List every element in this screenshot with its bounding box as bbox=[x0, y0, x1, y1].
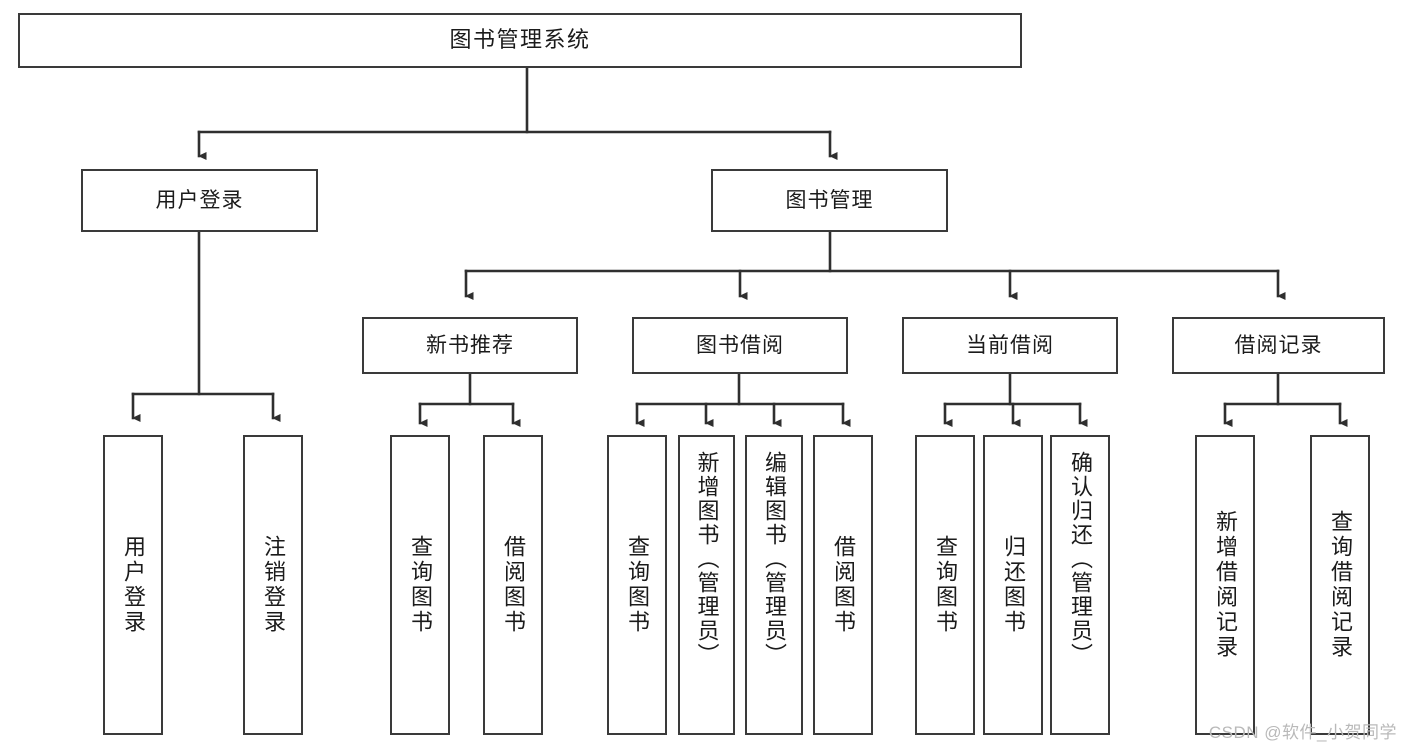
node-label: 图书借阅 bbox=[696, 333, 784, 357]
leaf-add-record[interactable]: 新增借阅记录 bbox=[1195, 435, 1255, 735]
leaf-confirm-return[interactable]: 确认归还（管理员） bbox=[1050, 435, 1110, 735]
node-label: 注销登录 bbox=[261, 535, 286, 635]
leaf-return-book[interactable]: 归还图书 bbox=[983, 435, 1043, 735]
leaf-user-logout[interactable]: 注销登录 bbox=[243, 435, 303, 735]
node-book-manage[interactable]: 图书管理 bbox=[711, 169, 948, 232]
node-label: 编辑图书（管理员） bbox=[762, 451, 787, 667]
node-label: 新增借阅记录 bbox=[1213, 510, 1238, 660]
node-label: 新增图书（管理员） bbox=[694, 451, 720, 667]
leaf-query-book-1[interactable]: 查询图书 bbox=[390, 435, 450, 735]
node-label: 当前借阅 bbox=[966, 333, 1054, 357]
leaf-edit-book[interactable]: 编辑图书（管理员） bbox=[745, 435, 803, 735]
node-current-borrow[interactable]: 当前借阅 bbox=[902, 317, 1118, 374]
node-label: 借阅图书 bbox=[831, 535, 856, 635]
node-new-book-recommend[interactable]: 新书推荐 bbox=[362, 317, 578, 374]
node-label: 归还图书 bbox=[1001, 535, 1026, 635]
node-user-login[interactable]: 用户登录 bbox=[81, 169, 318, 232]
node-label: 查询图书 bbox=[625, 535, 650, 635]
node-root-system[interactable]: 图书管理系统 bbox=[18, 13, 1022, 68]
node-label: 用户登录 bbox=[155, 188, 244, 212]
node-label: 借阅图书 bbox=[501, 535, 526, 635]
leaf-user-login[interactable]: 用户登录 bbox=[103, 435, 163, 735]
node-label: 用户登录 bbox=[121, 535, 146, 635]
node-label: 查询借阅记录 bbox=[1328, 510, 1353, 660]
node-label: 新书推荐 bbox=[426, 333, 514, 357]
leaf-query-book-2[interactable]: 查询图书 bbox=[607, 435, 667, 735]
leaf-query-record[interactable]: 查询借阅记录 bbox=[1310, 435, 1370, 735]
leaf-query-book-3[interactable]: 查询图书 bbox=[915, 435, 975, 735]
leaf-borrow-book-2[interactable]: 借阅图书 bbox=[813, 435, 873, 735]
node-label: 图书管理系统 bbox=[449, 27, 591, 53]
csdn-watermark: CSDN @软件_小贺同学 bbox=[1208, 723, 1397, 742]
node-label: 查询图书 bbox=[933, 535, 958, 635]
node-label: 确认归还（管理员） bbox=[1068, 451, 1093, 667]
node-label: 查询图书 bbox=[408, 535, 433, 635]
node-borrow-record[interactable]: 借阅记录 bbox=[1172, 317, 1385, 374]
leaf-add-book[interactable]: 新增图书（管理员） bbox=[678, 435, 735, 735]
node-label: 图书管理 bbox=[785, 188, 874, 212]
node-label: 借阅记录 bbox=[1234, 333, 1323, 357]
node-book-borrow[interactable]: 图书借阅 bbox=[632, 317, 848, 374]
leaf-borrow-book-1[interactable]: 借阅图书 bbox=[483, 435, 543, 735]
